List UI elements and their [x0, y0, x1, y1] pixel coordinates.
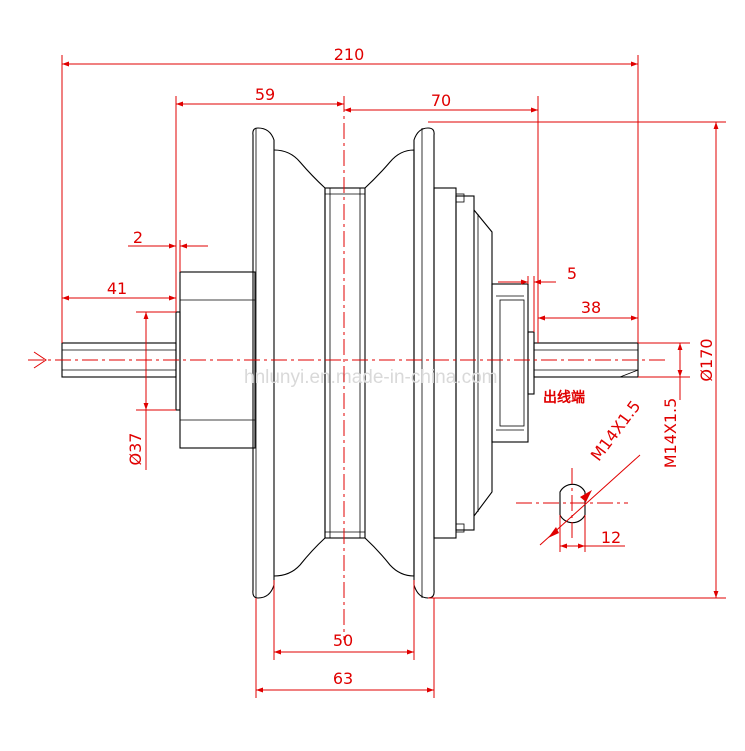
label-right-axle: 38 [581, 298, 601, 317]
watermark: hnlunyi.en.made-in-china.com [244, 367, 497, 388]
label-left-to-center: 59 [255, 85, 275, 104]
motor-outline [61, 127, 639, 599]
label-rim-inner: 50 [333, 631, 353, 650]
rim-channel [324, 187, 366, 539]
label-rim-outer: 63 [333, 669, 353, 688]
label-center-to-right: 70 [431, 91, 451, 110]
label-thread-vertical: M14X1.5 [661, 398, 680, 469]
label-overall-length: 210 [334, 45, 365, 64]
label-flat-width: 12 [601, 528, 621, 547]
center-lines [28, 96, 665, 640]
label-cable-outlet: 出线端 [543, 389, 585, 406]
left-flange [252, 127, 326, 599]
label-hub-diameter: Ø170 [697, 338, 716, 381]
label-right-step: 5 [567, 264, 577, 283]
dimension-lines [61, 55, 726, 698]
right-flange [364, 127, 435, 599]
label-flange-gap: 2 [133, 228, 143, 247]
label-thread-diagonal: M14X1.5 [587, 397, 645, 465]
right-end-cover [433, 187, 535, 539]
left-bearing [175, 271, 256, 449]
label-bearing-diameter: Ø37 [126, 433, 145, 466]
label-left-axle: 41 [107, 279, 127, 298]
